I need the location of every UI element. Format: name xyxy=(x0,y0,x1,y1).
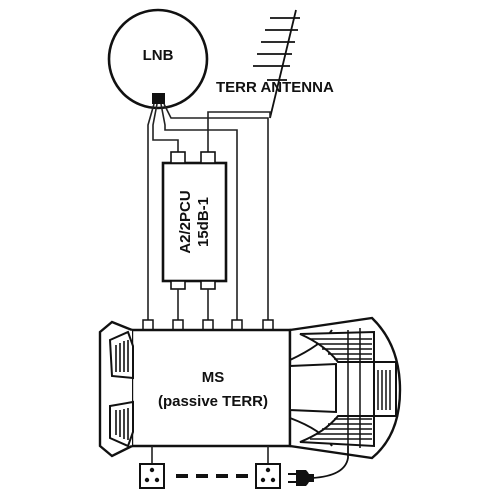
lnb-connector xyxy=(152,93,165,104)
outlet-socket-last xyxy=(255,463,281,489)
amplifier-label-line1: A2/2PCU xyxy=(177,190,194,253)
amplifier-label-line2: 15dB-1 xyxy=(195,197,212,247)
amplifier-box: A2/2PCU 15dB-1 xyxy=(161,151,228,290)
antenna-cable xyxy=(207,111,271,152)
multiswitch: MS (passive TERR) xyxy=(98,316,402,460)
antenna-label: TERR ANTENNA xyxy=(216,79,334,96)
lnb-dish: LNB xyxy=(107,8,209,110)
outlet-socket-first xyxy=(139,463,165,489)
lnb-cables xyxy=(147,103,269,322)
terrestrial-antenna xyxy=(253,9,300,119)
multiswitch-body xyxy=(130,328,292,448)
lnb-label: LNB xyxy=(143,47,174,64)
multiswitch-label-line1: MS xyxy=(202,369,225,386)
more-outlets-dashes xyxy=(176,474,248,478)
power-plug-icon xyxy=(288,446,349,486)
output-cables xyxy=(151,446,269,464)
amplifier-output-cables xyxy=(177,289,209,322)
multiswitch-label-line2: (passive TERR) xyxy=(158,393,268,410)
multiswitch-input-connectors xyxy=(142,319,274,331)
